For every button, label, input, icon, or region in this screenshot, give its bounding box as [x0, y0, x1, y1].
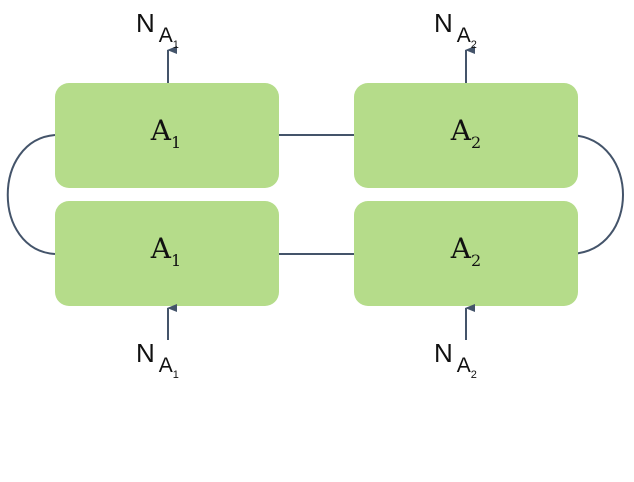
box-bottom-right: A2 [354, 201, 578, 306]
left-loop-connector [6, 134, 56, 255]
svg-text:A1: A1 [150, 114, 181, 152]
right-loop-connector [571, 134, 624, 255]
box-top-right: A2 [354, 83, 578, 188]
svg-text:A2: A2 [450, 114, 481, 152]
box-top-left: A1 [55, 83, 279, 188]
box-bottom-left: A1 [55, 201, 279, 306]
svg-text:A1: A1 [150, 232, 181, 270]
svg-text:A2: A2 [450, 232, 481, 270]
